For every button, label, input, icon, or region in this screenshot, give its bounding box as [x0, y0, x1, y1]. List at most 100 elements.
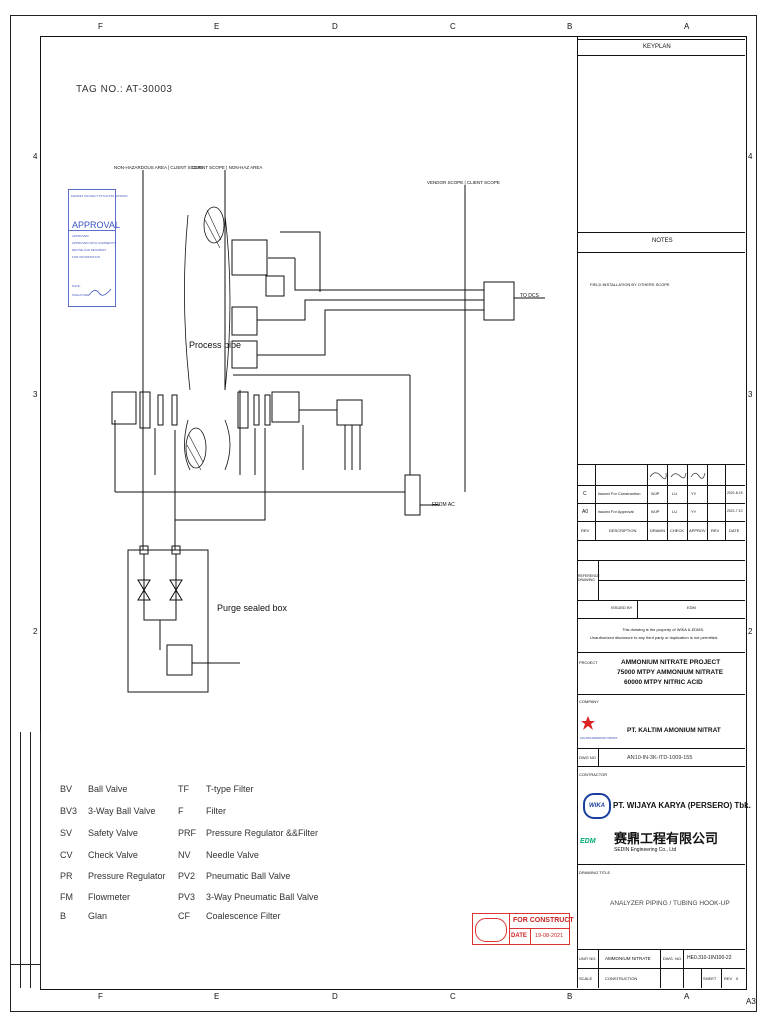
for-construct-stamp: FOR CONSTRUCT DATE 19-08-2021 — [472, 913, 574, 945]
approval-opt-comments: APPROVED WITH COMMENTS — [72, 241, 116, 245]
approval-stamp-title: APPROVAL — [72, 220, 120, 230]
zone-label-vendor: VENDOR SCOPE | CLIENT SCOPE — [427, 180, 500, 185]
rev-header-rev: REV — [581, 528, 590, 533]
issued-by-label: ISSUED BY — [611, 605, 633, 610]
purge-sealed-box — [127, 549, 209, 693]
stamp-date-label: DATE — [511, 933, 527, 939]
contractor-label: CONTRACTOR — [579, 772, 608, 777]
row-label-right-2: 2 — [748, 627, 753, 636]
rev-row-a0-rev: A0 — [582, 509, 589, 515]
stamp-logo — [475, 918, 507, 942]
edm-chinese-name: 赛鼎工程有限公司 — [614, 832, 719, 847]
approval-stamp-header: MARKET PROJECT PT.KALTIM NITRATE — [71, 194, 128, 198]
rev-header-chk: CHECK — [670, 528, 685, 533]
from-ac-label: FROM AC — [432, 502, 455, 508]
process-pipe-label: Process pipe — [189, 340, 242, 350]
col-label-top-b: B — [567, 22, 573, 31]
rev-label: REV — [724, 976, 733, 981]
col-label-bottom-a: A — [684, 992, 690, 1001]
row-label-right-4: 4 — [748, 152, 753, 161]
drawing-title: ANALYZER PIPING / TUBING HOOK-UP — [610, 900, 730, 907]
kaltim-logo-icon — [581, 716, 595, 730]
rev-row-a0-chk: LU — [672, 509, 678, 514]
col-label-bottom-c: C — [450, 992, 456, 1001]
signature-marks — [649, 472, 706, 480]
notes-heading: NOTES — [652, 238, 673, 244]
note-1: FIELD INSTALLATION BY OTHERS SCOPE — [590, 282, 670, 287]
title-block — [577, 36, 746, 988]
dwg-no-value: AN10-IN-3K-ITD-1009-155 — [627, 755, 693, 761]
project-label: PROJECT — [579, 660, 598, 665]
col-label-bottom-f: F — [98, 992, 103, 1001]
project-line-1: AMMONIUM NITRATE PROJECT — [621, 659, 721, 666]
sheet-size-label: A3 — [746, 997, 756, 1006]
approval-date-label: DATE: — [72, 284, 81, 288]
zone-label-nonhaz: NON-HAZARDOUS AREA | CLIENT SCOPE — [114, 165, 204, 170]
edm-english-name: SEDIN Engineering Co., Ltd — [614, 847, 677, 853]
project-line-3: 60000 MTPY NITRIC ACID — [624, 679, 703, 686]
company-name: PT. KALTIM AMONIUM NITRAT — [627, 727, 721, 734]
piping-hookup-diagram — [111, 170, 545, 693]
title-bottom-rows: UNIT NO. AMMONIUM NITRATE DWG. NO. HE0.3… — [577, 949, 745, 988]
scale-label: SCALE — [579, 976, 593, 981]
bottom-dwg-label: DWG. NO. — [663, 956, 683, 961]
wika-company-name: PT. WIJAYA KARYA (PERSERO) Tbk. — [613, 801, 751, 810]
rev-value: 0 — [736, 976, 739, 981]
rev-header-date: DATE — [729, 528, 740, 533]
rev-row-a0-by: WJP — [651, 509, 660, 514]
unit-no-value: AMMONIUM NITRATE — [605, 956, 651, 961]
drawing-outer-border — [10, 15, 757, 1012]
reference-drawing-label: REFERENCE DRAWING — [578, 574, 600, 582]
col-label-bottom-b: B — [567, 992, 573, 1001]
rev-row-c-chk: LU — [672, 491, 678, 496]
rev-row-a0-app: YY — [691, 509, 697, 514]
row-label-right-3: 3 — [748, 390, 753, 399]
property-note-2: Unauthorized disclosure to any third par… — [590, 635, 719, 640]
stamp-date-value: 19-08-2021 — [535, 933, 564, 939]
scale-value: CONSTRUCTION — [605, 976, 638, 981]
rev-row-c-date: 2021.8.15 — [727, 491, 743, 495]
dwg-no-label: DWG NO — [579, 755, 596, 760]
rev-row-a0-desc: Issued For Approval — [598, 509, 634, 514]
col-label-top-e: E — [214, 22, 220, 31]
approval-opt-info: FOR INFORMATION — [72, 255, 100, 259]
col-label-bottom-e: E — [214, 992, 220, 1001]
edm-logo-icon: EDM — [580, 838, 596, 845]
wika-logo-icon: WIKA — [583, 793, 611, 819]
revision-table: C Issued For Construction WJP LU YY 2021… — [577, 464, 745, 541]
rev-header-app: APPROV — [689, 528, 706, 533]
row-label-left-3: 3 — [33, 390, 38, 399]
purge-box-label: Purge sealed box — [217, 603, 288, 613]
rev-row-c-desc: Issued For Construction — [598, 491, 641, 496]
keyplan-heading: KEYPLAN — [643, 44, 671, 50]
bottom-dwg-value: HE0.310-1IN100-22 — [687, 955, 732, 961]
property-note: This drawing is the property of WIKA & E… — [622, 627, 705, 632]
approval-stamp: MARKET PROJECT PT.KALTIM NITRATE APPROVA… — [68, 189, 127, 307]
tag-number: TAG NO.: AT-30003 — [76, 84, 173, 95]
col-label-top-d: D — [332, 22, 338, 31]
col-label-top-f: F — [98, 22, 103, 31]
col-label-top-c: C — [450, 22, 456, 31]
rev-row-c-app: YY — [691, 491, 697, 496]
row-label-left-2: 2 — [33, 627, 38, 636]
rev-row-c-rev: C — [583, 491, 587, 497]
rev-header-desc: DESCRIPTION — [609, 528, 637, 533]
col-label-top-a: A — [684, 22, 690, 31]
to-dcs-label: TO DCS — [520, 293, 539, 299]
rev-row-a0-date: 2021.7.10 — [727, 509, 743, 513]
kaltim-logo-text: KALTIM AMONIUM NITRAT — [580, 736, 618, 740]
issued-by-value: EDM — [687, 605, 696, 610]
rev-header-rv: REV — [711, 528, 720, 533]
unit-no-label: UNIT NO. — [579, 956, 597, 961]
